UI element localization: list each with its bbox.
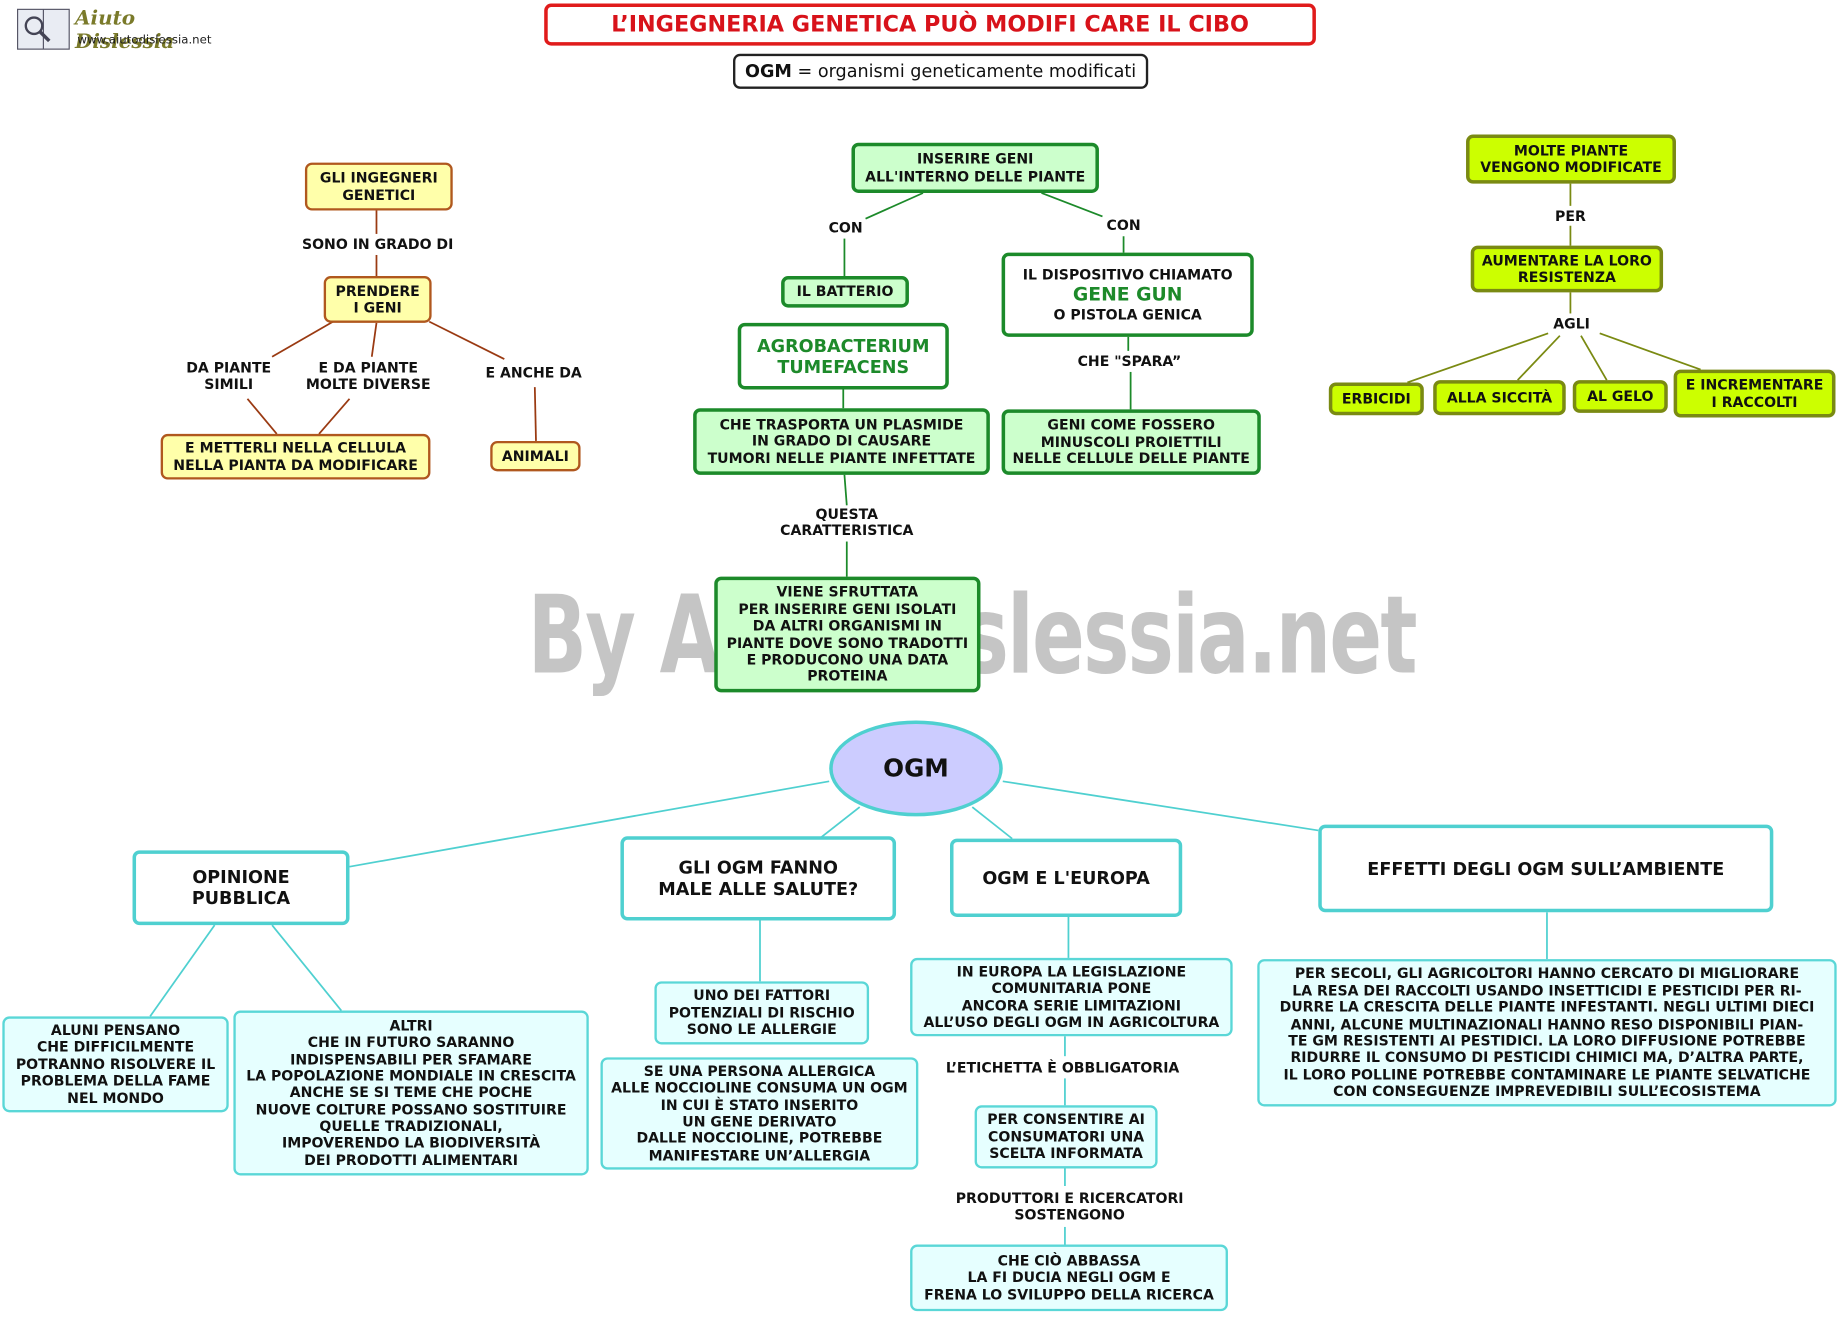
label-e-anche-da: E ANCHE DA xyxy=(485,364,582,382)
logo-title: Aiuto Dislessia xyxy=(75,7,175,54)
node-molte-piante: MOLTE PIANTE VENGONO MODIFICATE xyxy=(1466,134,1676,184)
label-agli: AGLI xyxy=(1553,315,1590,332)
node-viene-sfruttata: VIENE SFRUTTATA PER INSERIRE GENI ISOLAT… xyxy=(714,576,981,693)
node-inserire-geni: INSERIRE GENI ALL'INTERNO DELLE PIANTE xyxy=(851,142,1099,193)
node-erbicidi: ERBICIDI xyxy=(1328,382,1424,416)
node-proiettili: GENI COME FOSSERO MINUSCOLI PROIETTILI N… xyxy=(1001,409,1261,475)
label-per: PER xyxy=(1555,207,1586,225)
subtitle-definition: = organismi geneticamente modificati xyxy=(791,60,1137,82)
node-per-secoli: PER SECOLI, GLI AGRICOLTORI HANNO CERCAT… xyxy=(1257,959,1837,1107)
node-opinione-pubblica: OPINIONE PUBBLICA xyxy=(132,850,350,926)
label-questa-caratteristica: QUESTA CARATTERISTICA xyxy=(780,505,914,540)
gene-gun-name: GENE GUN xyxy=(1072,283,1183,306)
subtitle: OGM = organismi geneticamente modificati xyxy=(733,53,1149,89)
node-plasmide: CHE TRASPORTA UN PLASMIDE IN GRADO DI CA… xyxy=(693,408,990,475)
node-nocciole: SE UNA PERSONA ALLERGICA ALLE NOCCIOLINE… xyxy=(600,1057,919,1170)
node-male-salute: GLI OGM FANNO MALE ALLE SALUTE? xyxy=(620,836,897,921)
center-node-ogm: OGM xyxy=(829,720,1003,817)
node-gene-gun: IL DISPOSITIVO CHIAMATO GENE GUN O PISTO… xyxy=(1001,252,1254,337)
node-metterli: E METTERLI NELLA CELLULA NELLA PIANTA DA… xyxy=(160,433,431,480)
label-con-left: CON xyxy=(828,219,863,237)
node-ingegneri: GLI INGEGNERI GENETICI xyxy=(304,162,453,211)
label-sono-in-grado: SONO IN GRADO DI xyxy=(301,236,454,253)
node-animali: ANIMALI xyxy=(490,440,581,472)
node-legislazione: IN EUROPA LA LEGISLAZIONE COMUNITARIA PO… xyxy=(910,957,1233,1037)
subtitle-acronym: OGM xyxy=(745,60,792,82)
node-fattori-rischio: UNO DEI FATTORI POTENZIALI DI RISCHIO SO… xyxy=(654,981,870,1045)
node-effetti-ambiente: EFFETTI DEGLI OGM SULL’AMBIENTE xyxy=(1318,824,1774,913)
label-spara: CHE "SPARA” xyxy=(1077,352,1182,370)
logo[interactable]: Aiuto Dislessia www.aiutodislessia.net xyxy=(12,5,223,54)
node-consentire: PER CONSENTIRE AI CONSUMATORI UNA SCELTA… xyxy=(974,1105,1158,1169)
node-batterio: IL BATTERIO xyxy=(781,276,909,308)
label-con-right: CON xyxy=(1106,217,1141,234)
node-siccita: ALLA SICCITÀ xyxy=(1433,380,1566,416)
node-alunni: ALUNI PENSANO CHE DIFFICILMENTE POTRANNO… xyxy=(2,1016,229,1113)
node-gelo: AL GELO xyxy=(1572,380,1668,413)
node-abbassa: CHE CIÒ ABBASSA LA FI DUCIA NEGLI OGM E … xyxy=(910,1244,1228,1312)
gene-gun-top: IL DISPOSITIVO CHIAMATO xyxy=(1022,266,1233,284)
book-icon xyxy=(17,8,70,50)
gene-gun-bottom: O PISTOLA GENICA xyxy=(1053,305,1202,323)
node-prendere-geni: PRENDERE I GENI xyxy=(323,276,432,323)
label-etichetta: L’ETICHETTA È OBBLIGATORIA xyxy=(945,1059,1180,1076)
node-raccolti: E INCREMENTARE I RACCOLTI xyxy=(1673,369,1836,418)
page-title: L’INGEGNERIA GENETICA PUÒ MODIFI CARE IL… xyxy=(544,3,1316,46)
node-altri: ALTRI CHE IN FUTURO SARANNO INDISPENSABI… xyxy=(233,1010,589,1176)
node-agrobacterium: AGROBACTERIUM TUMEFACENS xyxy=(737,322,949,390)
label-produttori: PRODUTTORI E RICERCATORI SOSTENGONO xyxy=(955,1190,1184,1224)
logo-url: www.aiutodislessia.net xyxy=(77,33,212,47)
label-da-piante-simili: DA PIANTE SIMILI xyxy=(186,359,272,393)
label-e-da-piante: E DA PIANTE MOLTE DIVERSE xyxy=(305,359,431,393)
node-ogm-europa: OGM E L'EUROPA xyxy=(949,838,1183,917)
node-aumentare: AUMENTARE LA LORO RESISTENZA xyxy=(1470,245,1664,293)
